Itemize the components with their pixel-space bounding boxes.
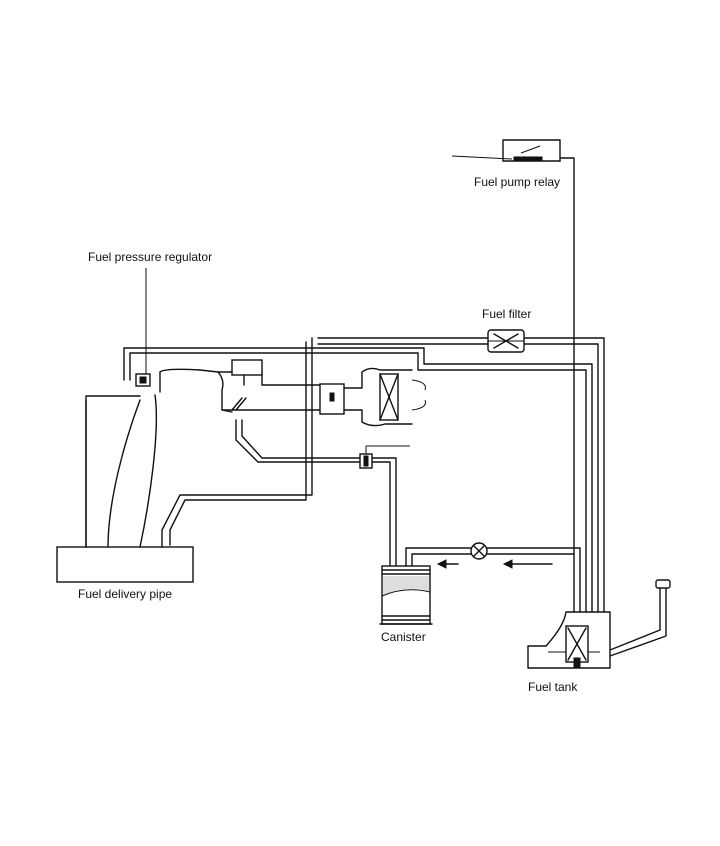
fuel-filter bbox=[487, 329, 525, 353]
fuel-tank bbox=[527, 579, 671, 669]
fuel-delivery-pipe bbox=[56, 337, 313, 583]
fuel-lines bbox=[123, 337, 605, 613]
fuel-pump-relay bbox=[451, 139, 575, 613]
label-canister: Canister bbox=[381, 630, 426, 644]
intake-plenum bbox=[159, 359, 426, 427]
fuel-pressure-regulator bbox=[135, 268, 151, 387]
canister bbox=[379, 565, 433, 625]
label-fuel-pump-relay: Fuel pump relay bbox=[474, 175, 560, 189]
vapor-line bbox=[405, 542, 581, 613]
label-fuel-tank: Fuel tank bbox=[528, 680, 578, 694]
purge-line bbox=[235, 419, 410, 567]
label-fuel-pressure-regulator: Fuel pressure regulator bbox=[88, 250, 212, 264]
label-fuel-delivery-pipe: Fuel delivery pipe bbox=[78, 587, 172, 601]
label-fuel-filter: Fuel filter bbox=[482, 307, 531, 321]
